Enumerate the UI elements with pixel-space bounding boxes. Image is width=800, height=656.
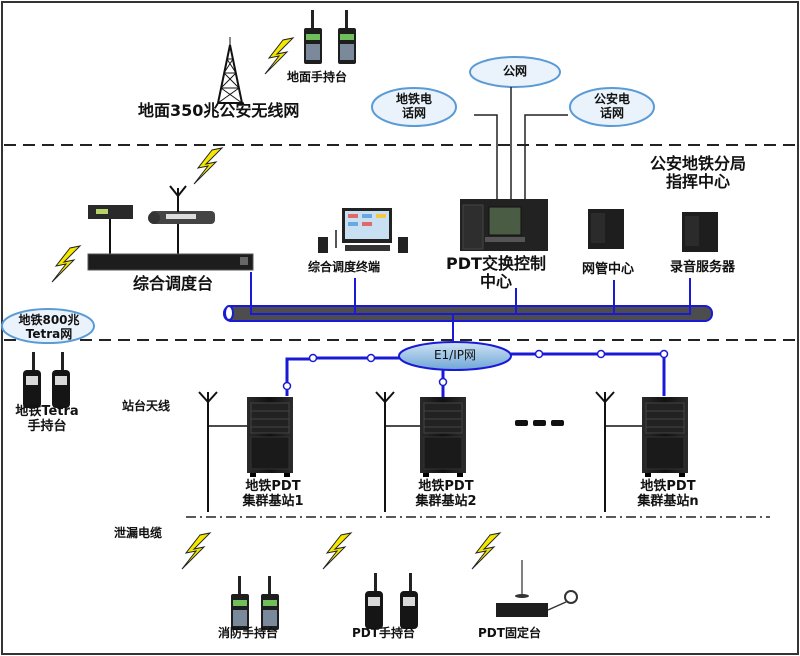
base-station-2-line2: 集群基站2 — [415, 493, 477, 509]
dispatch-console-label: 综合调度台 — [133, 274, 214, 293]
command-center-title-line2: 指挥中心 — [666, 172, 731, 192]
cloud-tetra-network — [1, 308, 95, 344]
platform-antenna-label: 站台天线 — [122, 399, 171, 413]
ip-cloud — [398, 341, 512, 371]
base-station-n-label: 地铁PDT 集群基站n — [633, 479, 703, 510]
pdt-handset-icon — [365, 573, 383, 629]
cloud-tetra-line1: 地铁800兆 — [18, 313, 80, 327]
recorder-label: 录音服务器 — [670, 260, 736, 275]
base-station-n-line1: 地铁PDT — [640, 479, 696, 494]
leaky-cable-label: 泄漏电缆 — [114, 526, 163, 540]
bus-link — [250, 272, 691, 315]
dispatch-terminal-icon — [318, 208, 408, 253]
ip-link-bs1 — [285, 356, 400, 396]
tetra-handset-icon — [23, 352, 41, 408]
pdt-fixed-station-label: PDT固定台 — [478, 626, 541, 640]
fire-handset-icon — [231, 576, 249, 630]
cloud-tetra-label: 地铁800兆 Tetra网 — [12, 313, 86, 342]
pdt-switch-line1: PDT交换控制 — [446, 254, 546, 273]
cloud-metro-phone-network — [371, 87, 457, 127]
lightning-bolt-icon — [51, 245, 81, 283]
vehicle-radio-icon — [148, 211, 215, 224]
cloud-metro-phone-line2: 话网 — [401, 105, 426, 120]
antenna-icon — [595, 391, 615, 513]
pdt-switch-line2: 中心 — [479, 272, 512, 292]
cloud-metro-phone-line1: 地铁电 — [395, 92, 432, 106]
ellipsis-more-stations — [515, 420, 564, 426]
dispatch-terminal-label: 综合调度终端 — [308, 260, 381, 274]
command-center-title-line1: 公安地铁分局 — [650, 154, 747, 173]
pdt-handset-label: PDT手持台 — [352, 626, 415, 640]
link-metro-phone — [474, 114, 498, 200]
cloud-metro-phone-label: 地铁电 话网 — [392, 92, 436, 121]
tetra-handset-label: 地铁Tetra 手持台 — [10, 404, 84, 435]
lightning-bolt-icon — [471, 532, 501, 570]
cloud-public-label: 公网 — [502, 64, 527, 78]
command-center-title: 公安地铁分局 指挥中心 — [650, 154, 747, 192]
base-station-1-label: 地铁PDT 集群基站1 — [238, 479, 308, 510]
link-nodes — [282, 349, 669, 391]
cloud-police-phone-line1: 公安电 — [593, 92, 630, 106]
nms-server-icon — [588, 209, 624, 249]
radio-tower-icon — [217, 36, 243, 104]
base-station-2-label: 地铁PDT 集群基站2 — [411, 479, 481, 510]
cloud-police-phone-network — [569, 87, 655, 127]
antenna-icon — [169, 185, 187, 212]
base-station-1-line1: 地铁PDT — [245, 479, 301, 494]
lightning-bolt-icon — [322, 532, 352, 570]
ground-handset-icon — [304, 10, 322, 64]
dispatch-console-device — [87, 253, 254, 271]
base-station-rack-icon — [419, 396, 467, 478]
cloud-police-phone-label: 公安电 话网 — [590, 92, 634, 121]
base-station-1-line2: 集群基站1 — [242, 493, 304, 509]
antenna-icon — [198, 391, 218, 513]
base-station-rack-icon — [641, 396, 689, 478]
ground-handset-icon — [338, 10, 356, 64]
pdt-switch-cabinet-icon — [460, 199, 548, 251]
lightning-bolt-icon — [181, 532, 211, 570]
base-station-2-line1: 地铁PDT — [418, 479, 474, 494]
cloud-police-phone-line2: 话网 — [599, 105, 624, 120]
ground-network-label: 地面350兆公安无线网 — [138, 101, 300, 120]
pdt-fixed-station-icon — [496, 560, 578, 617]
lightning-bolt-icon — [264, 37, 294, 75]
link-police-phone — [524, 114, 568, 200]
ip-cloud-label: E1/IP网 — [433, 348, 477, 362]
tetra-handset-line2: 手持台 — [27, 418, 67, 434]
ip-link-bsn — [505, 352, 666, 396]
mobile-radio-icon — [88, 205, 133, 219]
fire-handset-icon — [261, 576, 279, 630]
lightning-bolt-icon — [193, 147, 223, 185]
nms-label: 网管中心 — [582, 262, 635, 277]
tetra-handset-line1: 地铁Tetra — [15, 404, 79, 419]
base-station-rack-icon — [246, 396, 294, 478]
cloud-tetra-line2: Tetra网 — [25, 326, 73, 341]
pdt-switch-label: PDT交换控制 中心 — [437, 254, 555, 292]
fire-handset-label: 消防手持台 — [218, 626, 279, 640]
base-station-n-line2: 集群基站n — [637, 493, 699, 509]
pdt-handset-icon — [400, 573, 418, 629]
cloud-public-network — [469, 56, 561, 88]
antenna-icon — [375, 391, 395, 513]
tetra-handset-icon — [52, 352, 70, 408]
ground-handset-label: 地面手持台 — [287, 70, 348, 84]
recorder-server-icon — [682, 212, 718, 252]
